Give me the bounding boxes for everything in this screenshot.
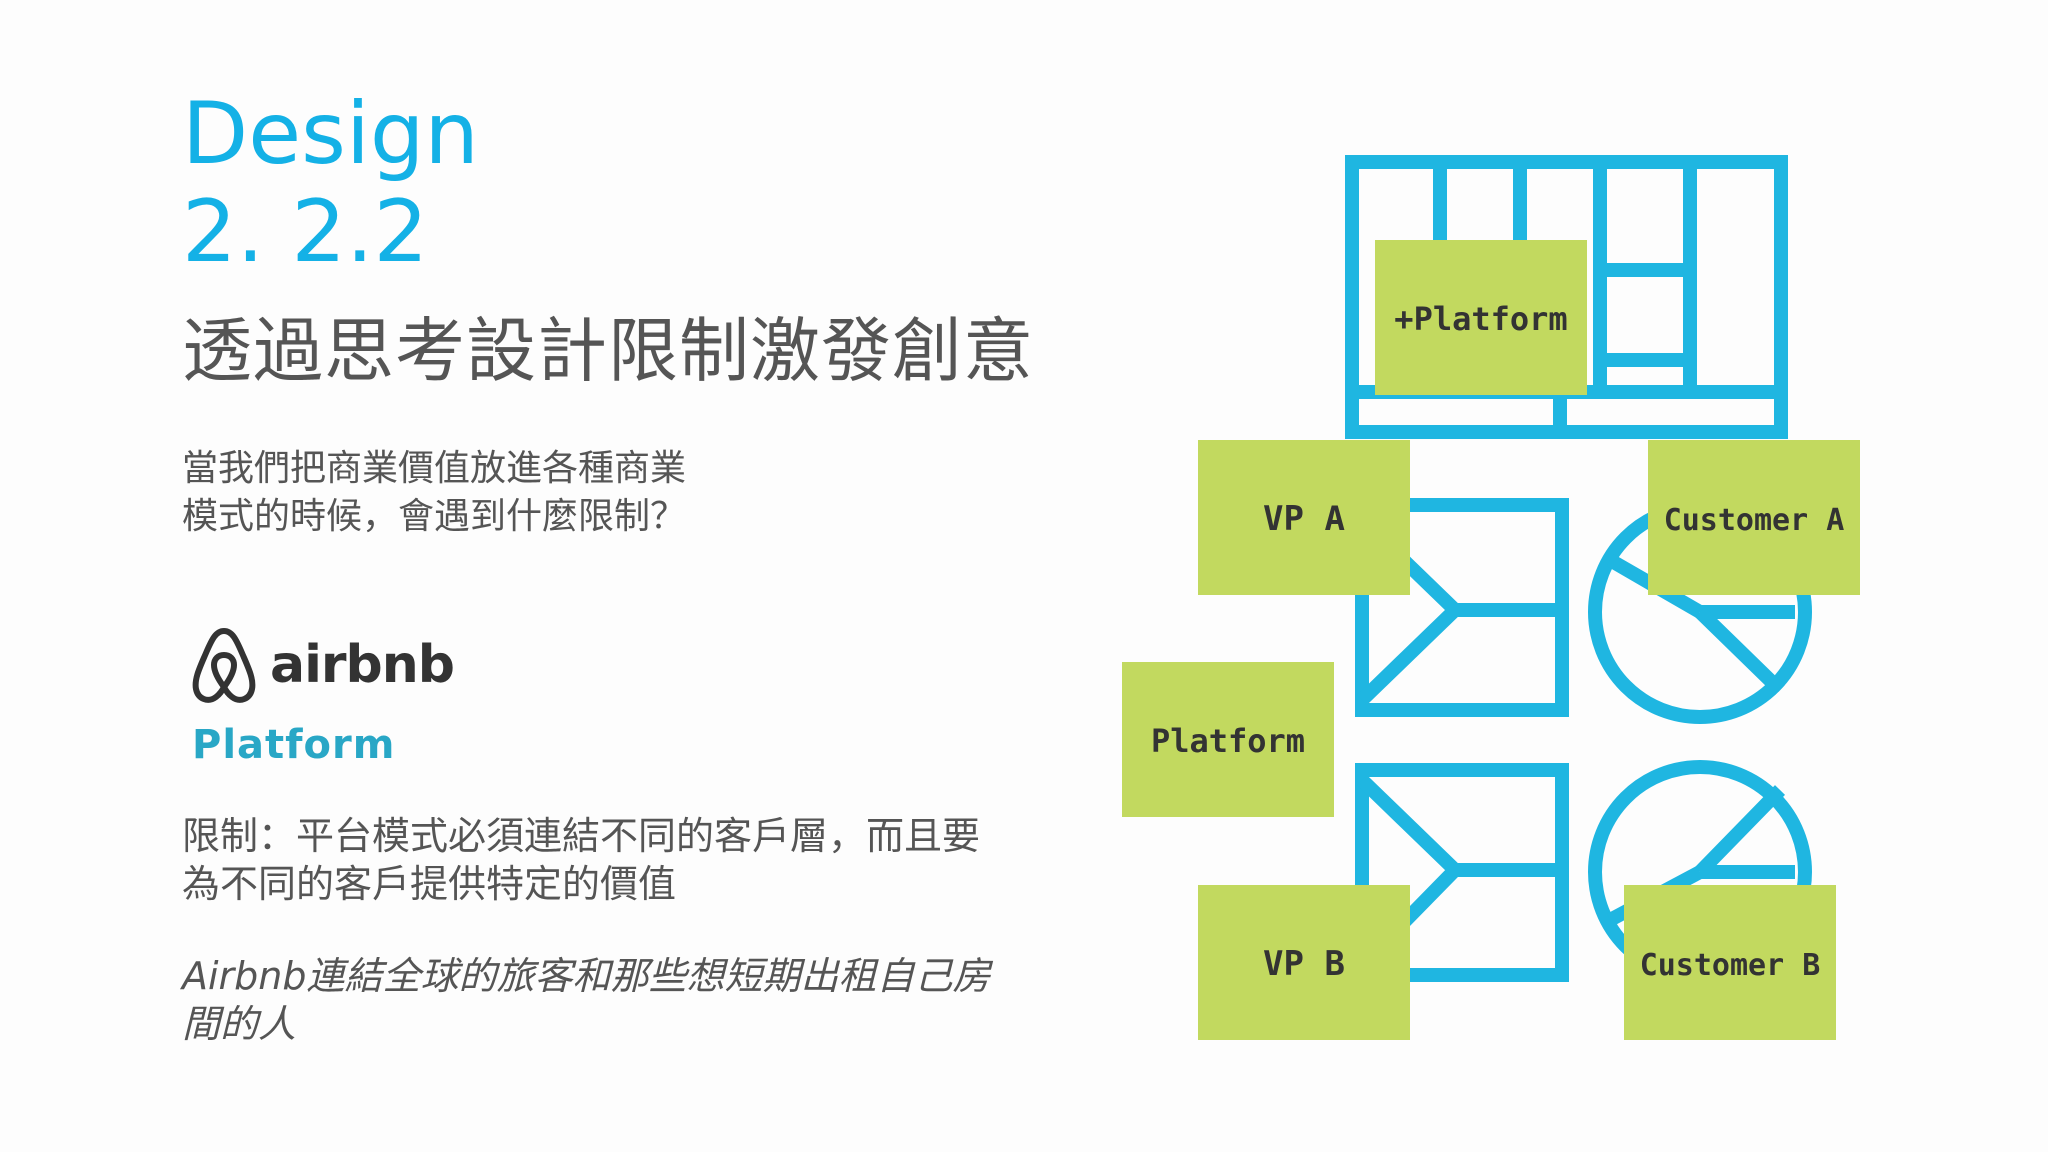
title-line-number: 2. 2.2 bbox=[182, 182, 429, 282]
customer-a-spoke-3 bbox=[1695, 606, 1785, 696]
note-customer-b: Customer B bbox=[1624, 885, 1836, 1040]
note-customer-a: Customer A bbox=[1648, 440, 1860, 595]
customer-b-spoke-3 bbox=[1694, 785, 1786, 877]
note-platform: Platform bbox=[1122, 662, 1334, 817]
example-text: Airbnb連結全球的旅客和那些想短期出租自己房間的人 bbox=[182, 954, 991, 1046]
note-customer-a-label: Customer A bbox=[1664, 503, 1845, 538]
note-vp-a: VP A bbox=[1198, 440, 1410, 595]
airbnb-belo-icon bbox=[192, 628, 256, 703]
note-platform-label: Platform bbox=[1151, 722, 1305, 760]
question-text: 當我們把商業價值放進各種商業 模式的時候，會遇到什麼限制？ bbox=[182, 448, 687, 537]
sticky-notes: +Platform VP A Customer A Platform VP B … bbox=[1122, 240, 1860, 1040]
airbnb-wordmark: airbnb bbox=[270, 635, 455, 695]
note-platform-plus-label: +Platform bbox=[1394, 300, 1567, 338]
note-vp-a-label: VP A bbox=[1263, 499, 1345, 539]
title-line-design: Design bbox=[182, 84, 479, 184]
airbnb-logo: airbnb bbox=[188, 625, 455, 705]
slide-subtitle: 透過思考設計限制激發創意 bbox=[182, 310, 1034, 392]
note-vp-b-label: VP B bbox=[1263, 944, 1345, 984]
platform-label: Platform bbox=[192, 722, 396, 768]
note-customer-b-label: Customer B bbox=[1640, 948, 1821, 983]
note-vp-b: VP B bbox=[1198, 885, 1410, 1040]
note-platform-plus: +Platform bbox=[1375, 240, 1587, 395]
slide-title: Design 2. 2.2 bbox=[182, 85, 479, 281]
limit-text: 限制：平台模式必須連結不同的客戶層，而且要為不同的客戶提供特定的價值 bbox=[182, 814, 981, 906]
